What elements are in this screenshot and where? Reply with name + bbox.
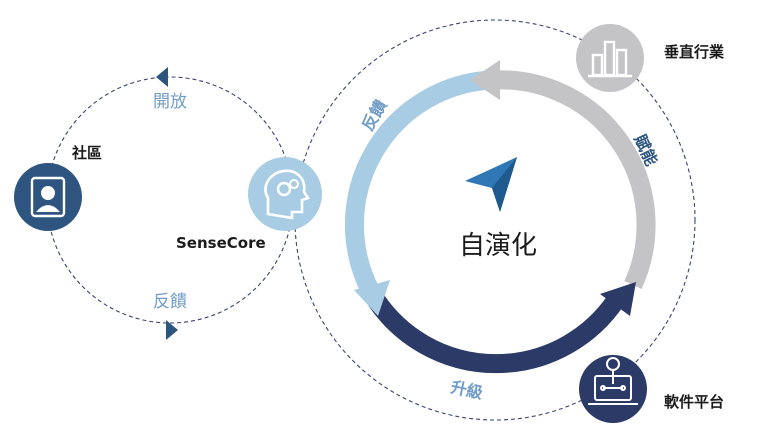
community-label: 社區 (72, 144, 103, 162)
sensecore-node[interactable] (248, 157, 322, 231)
gray-arc (494, 70, 656, 289)
left-feedback-label: 反饋 (153, 292, 187, 312)
vertical-industry-label: 垂直行業 (664, 43, 725, 61)
head-gears-icon (264, 169, 311, 220)
feedback-arrowhead (166, 320, 178, 340)
software-platform-label: 軟件平台 (664, 393, 725, 411)
open-arrowhead (156, 67, 168, 87)
software-platform-node[interactable] (579, 355, 647, 423)
right-dashed-loop (294, 19, 696, 421)
light-blue-arrowhead (354, 280, 390, 316)
self-evolution-title: 自演化 (458, 231, 537, 261)
paper-plane-icon (465, 157, 517, 212)
cycle-upgrade-label: 升級 (449, 377, 484, 402)
gray-arrowhead (470, 60, 500, 100)
vertical-industry-node[interactable] (576, 24, 644, 92)
sensecore-label: SenseCore (176, 234, 266, 252)
laptop-brain-icon (588, 357, 638, 405)
open-label: 開放 (153, 92, 187, 112)
navy-arc (368, 294, 624, 374)
community-node[interactable] (14, 163, 82, 231)
light-blue-arc (344, 70, 491, 295)
navy-arrowhead (600, 282, 636, 316)
building-chart-icon (588, 40, 632, 78)
user-profile-icon (30, 176, 66, 218)
